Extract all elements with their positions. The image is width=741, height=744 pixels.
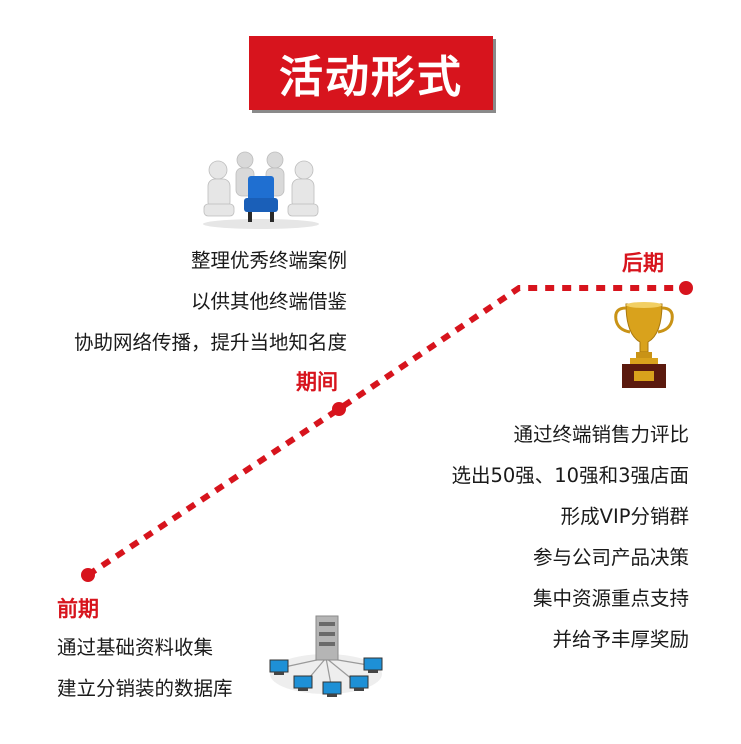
title-banner: 活动形式 [249,36,493,110]
stage-label-late: 后期 [622,251,664,275]
middle-line: 以供其他终端借鉴 [190,290,347,313]
trophy-icon [614,302,674,388]
middle-line: 协助网络传播，提升当地知名度 [73,331,347,354]
stage-dot-late [679,281,693,295]
stage-dot-early [81,568,95,582]
late-line: 集中资源重点支持 [532,587,689,610]
late-line: 形成VIP分销群 [560,505,689,528]
late-stage-text: 通过终端销售力评比 选出50强、10强和3强店面 形成VIP分销群 参与公司产品… [451,414,689,660]
middle-stage-text: 整理优秀终端案例 以供其他终端借鉴 协助网络传播，提升当地知名度 [74,240,347,363]
late-line: 选出50强、10强和3强店面 [451,464,689,487]
page-title: 活动形式 [279,52,463,103]
late-line: 通过终端销售力评比 [513,423,689,446]
middle-line: 整理优秀终端案例 [190,249,347,272]
late-line: 参与公司产品决策 [532,546,689,569]
meeting-people-icon [203,151,319,229]
dotted-timeline-line [86,285,686,578]
stage-label-early: 前期 [57,597,99,621]
stage-label-middle: 期间 [296,370,338,394]
early-line: 通过基础资料收集 [57,636,214,659]
stage-dot-middle [332,402,346,416]
early-line: 建立分销装的数据库 [57,677,233,700]
late-line: 并给予丰厚奖励 [552,628,689,651]
early-stage-text: 通过基础资料收集 建立分销装的数据库 [57,627,233,709]
network-computers-icon [269,615,383,697]
